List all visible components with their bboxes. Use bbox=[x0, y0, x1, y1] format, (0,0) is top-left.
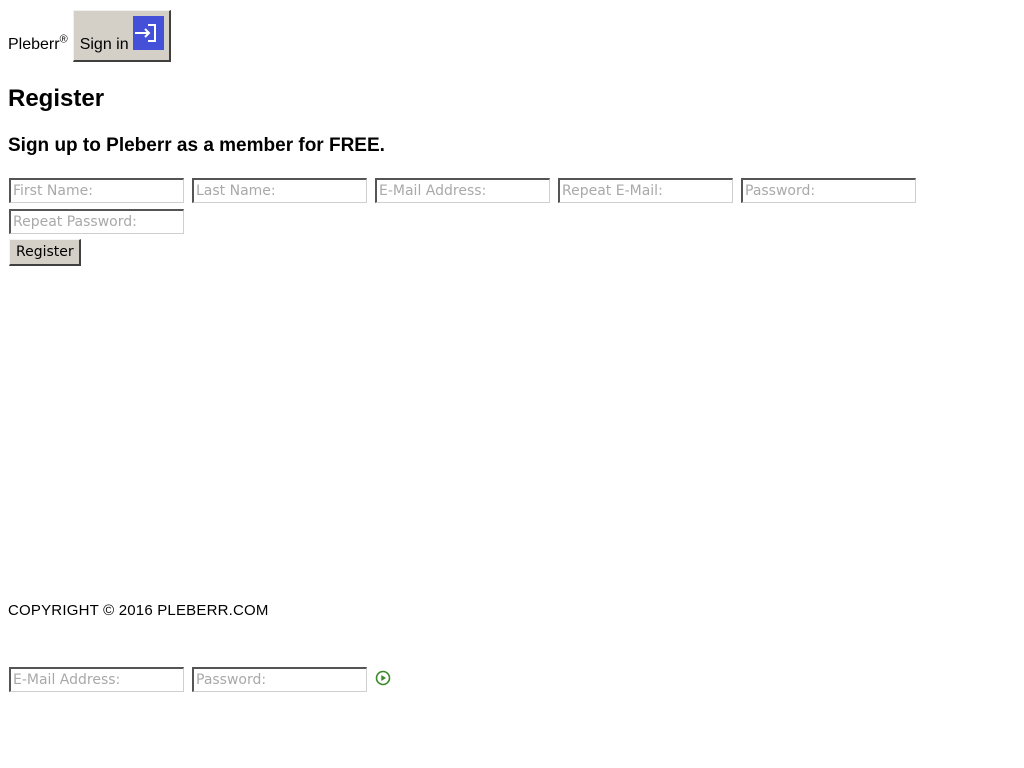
copyright-text: COPYRIGHT © 2016 PLEBERR.COM bbox=[8, 602, 269, 619]
sign-in-arrow-icon bbox=[132, 16, 164, 50]
register-button[interactable]: Register bbox=[9, 239, 81, 266]
repeat-password-row bbox=[9, 209, 938, 234]
register-form: Register bbox=[8, 178, 938, 266]
register-submit-row: Register bbox=[9, 239, 938, 266]
sign-in-label: Sign in bbox=[79, 36, 129, 53]
first-name-field[interactable] bbox=[9, 178, 184, 203]
email-field[interactable] bbox=[375, 178, 550, 203]
login-form bbox=[9, 667, 391, 692]
play-circle-icon[interactable] bbox=[375, 670, 391, 686]
page-title: Register bbox=[8, 85, 105, 112]
header: Pleberr® Sign in bbox=[8, 10, 171, 62]
sign-in-button[interactable]: Sign in bbox=[72, 10, 171, 62]
page-subtitle: Sign up to Pleberr as a member for FREE. bbox=[8, 135, 385, 156]
register-fields-row bbox=[9, 178, 938, 205]
repeat-password-field[interactable] bbox=[9, 209, 184, 234]
last-name-field[interactable] bbox=[192, 178, 367, 203]
login-email-field[interactable] bbox=[9, 667, 184, 692]
login-password-field[interactable] bbox=[192, 667, 367, 692]
password-field[interactable] bbox=[741, 178, 916, 203]
brand-name: Pleberr® bbox=[8, 33, 68, 53]
repeat-email-field[interactable] bbox=[558, 178, 733, 203]
registered-mark: ® bbox=[59, 33, 68, 46]
